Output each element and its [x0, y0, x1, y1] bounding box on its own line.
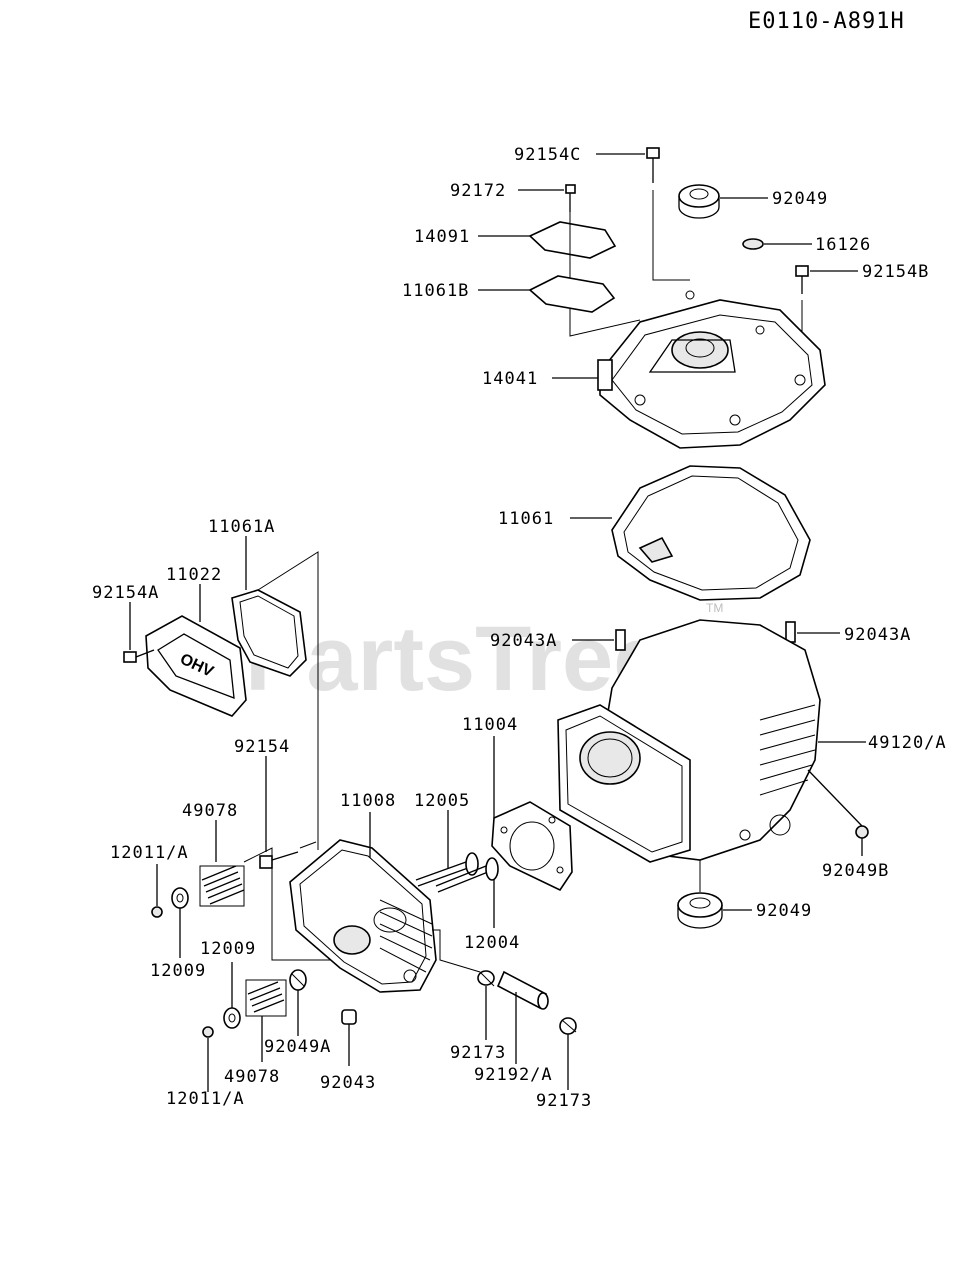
label-92154: 92154 [234, 737, 290, 757]
label-92172: 92172 [450, 181, 506, 201]
dowel-pin-92043a-right[interactable] [785, 621, 796, 643]
cylinder-head-11008[interactable] [289, 839, 437, 993]
label-92049b: 92049B [822, 861, 889, 881]
plug-92049b[interactable] [855, 825, 869, 839]
dowel-pin-92043[interactable] [341, 1009, 357, 1025]
leader-92154c-drop [652, 190, 690, 281]
label-92043: 92043 [320, 1073, 376, 1093]
part-16126[interactable] [742, 238, 764, 250]
label-92154a: 92154A [92, 583, 159, 603]
retainer-12009-top[interactable] [171, 887, 189, 909]
dowel-pin-92043a-left[interactable] [615, 629, 626, 651]
axis-line-11061b [569, 312, 641, 337]
bolt-92154a[interactable] [123, 649, 155, 663]
label-11022: 11022 [166, 565, 222, 585]
clamp-92173-left[interactable] [477, 970, 495, 987]
label-16126: 16126 [815, 235, 871, 255]
label-92043a-left: 92043A [490, 631, 557, 651]
gasket-11061b[interactable] [528, 275, 616, 313]
label-92154b: 92154B [862, 262, 929, 282]
label-11061a: 11061A [208, 517, 275, 537]
oil-seal-92049-top[interactable] [678, 184, 720, 219]
valve-12004[interactable] [435, 857, 499, 893]
gasket-11061a-inner [239, 595, 299, 669]
label-92173-left: 92173 [450, 1043, 506, 1063]
label-12011a-bottom: 12011/A [166, 1089, 245, 1109]
label-14041: 14041 [482, 369, 538, 389]
gasket-11061-inner [623, 475, 799, 591]
bolt-92154[interactable] [259, 851, 299, 869]
label-49078-bottom: 49078 [224, 1067, 280, 1087]
retainer-12009-bottom[interactable] [223, 1007, 241, 1029]
axis-line-92154 [299, 841, 317, 849]
watermark-tm: TM [706, 601, 723, 615]
label-92049a: 92049A [264, 1037, 331, 1057]
plate-14091[interactable] [528, 221, 617, 259]
head-gasket-11004[interactable] [491, 801, 573, 892]
label-92173-right: 92173 [536, 1091, 592, 1111]
watermark-text: PartsTree [245, 608, 664, 710]
valve-spring-49078-bottom[interactable] [245, 979, 287, 1017]
cylinder-block-49120a[interactable] [557, 619, 821, 863]
seal-92049a[interactable] [289, 969, 307, 991]
label-92049-bottom: 92049 [756, 901, 812, 921]
retainer-12009-top-hole [176, 893, 184, 903]
crankcase-cover-14041[interactable] [597, 290, 826, 449]
bolt-92154b[interactable] [795, 265, 809, 294]
label-14091: 14091 [414, 227, 470, 247]
label-12004: 12004 [464, 933, 520, 953]
label-11061: 11061 [498, 509, 554, 529]
gasket-11061-cutout [638, 536, 674, 563]
axis-line-11008 [432, 929, 481, 973]
label-11061b: 11061B [402, 281, 469, 301]
keeper-12011a-bottom[interactable] [202, 1026, 214, 1038]
label-12011a-top: 12011/A [110, 843, 189, 863]
valve-12005[interactable] [415, 852, 479, 887]
label-11008: 11008 [340, 791, 396, 811]
oil-seal-92049-bottom[interactable] [677, 892, 723, 929]
label-92154c: 92154C [514, 145, 581, 165]
axis-line-11061a [257, 551, 319, 850]
bolt-92154c[interactable] [646, 147, 660, 183]
label-92043a-right: 92043A [844, 625, 911, 645]
label-49078-top: 49078 [182, 801, 238, 821]
screw-92172[interactable] [565, 184, 576, 212]
keeper-12011a-top[interactable] [151, 906, 163, 918]
valve-cover-11022[interactable]: OHV [145, 615, 247, 717]
gasket-11061a[interactable] [231, 589, 307, 677]
breather-tube-92192a[interactable] [496, 970, 549, 1010]
label-12009-right: 12009 [200, 939, 256, 959]
diagram-code: E0110-A891H [748, 9, 905, 34]
retainer-12009-bottom-hole [228, 1013, 236, 1023]
label-49120a: 49120/A [868, 733, 947, 753]
label-12005: 12005 [414, 791, 470, 811]
label-92049-top: 92049 [772, 189, 828, 209]
gasket-11061[interactable] [611, 465, 811, 601]
valve-spring-49078-top[interactable] [199, 865, 245, 907]
leader-92049b-top [807, 769, 863, 827]
axis-line-49078-top [243, 847, 330, 961]
label-11004: 11004 [462, 715, 518, 735]
label-12009-left: 12009 [150, 961, 206, 981]
label-92192a: 92192/A [474, 1065, 553, 1085]
clamp-92173-right[interactable] [559, 1017, 577, 1035]
